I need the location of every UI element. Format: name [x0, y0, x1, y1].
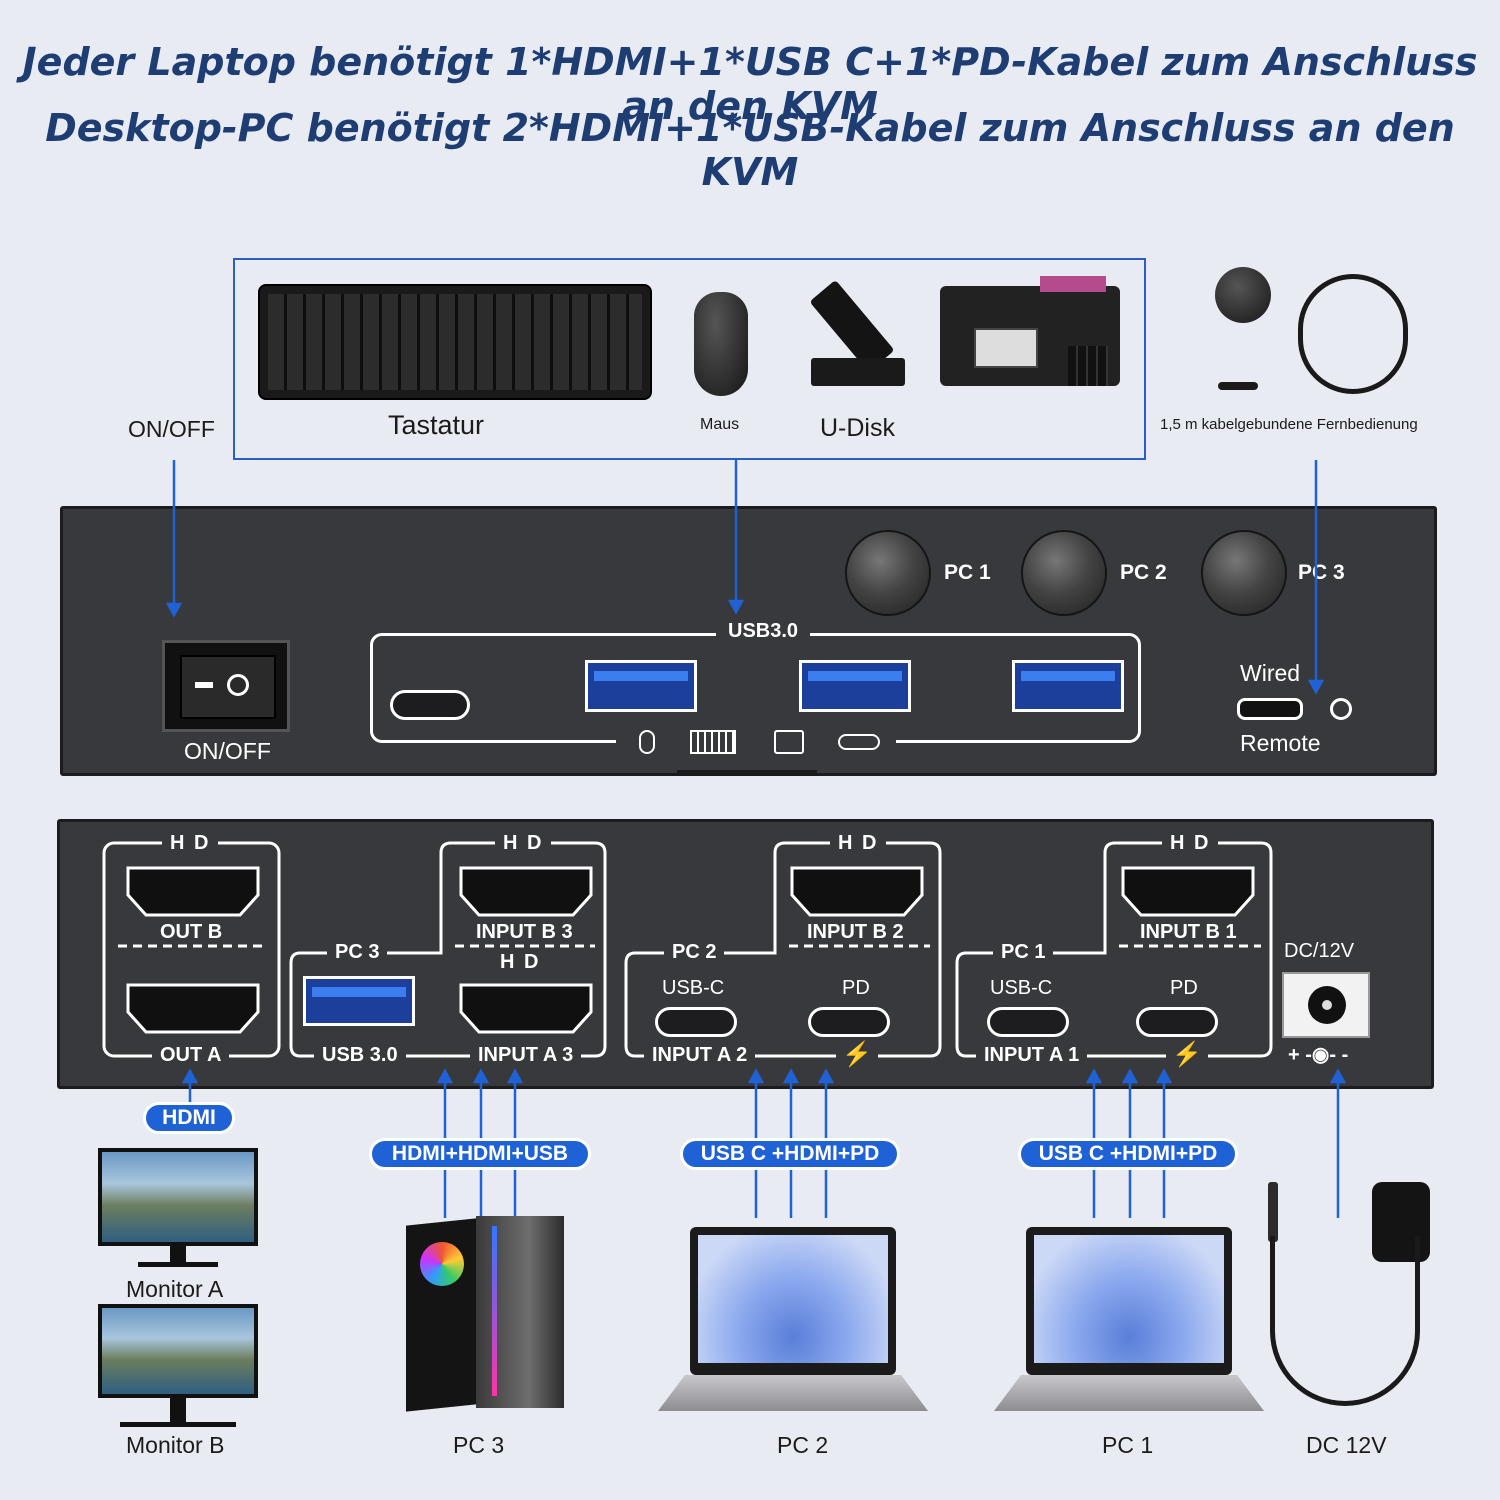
out-b-label: OUT B [160, 921, 223, 943]
hd-label-b2: H D [830, 832, 887, 855]
dc-label: DC/12V [1284, 940, 1355, 962]
input-b1-label: INPUT B 1 [1140, 921, 1237, 943]
hdmi-input-b1-port[interactable] [1123, 868, 1253, 915]
pc1-pd-port[interactable] [1136, 1007, 1218, 1037]
mouse-icon [694, 292, 748, 396]
pc2-connection-pill: USB C +HDMI+PD [680, 1138, 900, 1170]
power-switch[interactable] [162, 640, 290, 732]
pc2-select-button[interactable] [1021, 530, 1107, 616]
desktop-pc-icon [406, 1212, 566, 1412]
remote-port-icon [1330, 698, 1352, 720]
mouse-label: Maus [700, 416, 740, 433]
monitor-b-icon [98, 1304, 258, 1430]
hdmi-out-a-port[interactable] [128, 985, 258, 1032]
remote-port-label: Remote [1240, 730, 1321, 756]
hdmi-out-b-port[interactable] [128, 868, 258, 915]
pc1-usbc-label: USB-C [990, 977, 1053, 999]
hdmi-pill: HDMI [143, 1102, 235, 1134]
front-usb-a-port-2[interactable] [799, 660, 911, 712]
remote-label: 1,5 m kabelgebundene Fernbedienung [1160, 416, 1418, 433]
pc2-pd-label: PD [842, 977, 870, 999]
input-a3-label: INPUT A 3 [470, 1044, 582, 1067]
hdmi-input-a3-port[interactable] [461, 985, 591, 1032]
input-a1-label: INPUT A 1 [976, 1044, 1088, 1067]
laptop-pc1-icon [994, 1227, 1264, 1415]
wired-label: Wired [1240, 660, 1301, 686]
pc2-usbc-label: USB-C [662, 977, 725, 999]
pc1-group-label: PC 1 [993, 941, 1054, 964]
front-usb-a-port-1[interactable] [585, 660, 697, 712]
pc1-usbc-port[interactable] [987, 1007, 1069, 1037]
input-b3-label: INPUT B 3 [476, 921, 573, 943]
rear-usb30-port[interactable] [303, 976, 415, 1026]
dc-power-jack[interactable] [1282, 972, 1370, 1038]
monitor-a-icon [98, 1148, 258, 1274]
pc2-label: PC 2 [777, 1432, 829, 1458]
onoff-top-label: ON/OFF [128, 416, 215, 442]
hd-label-a3: H D [500, 951, 541, 973]
remote-control-icon [1210, 262, 1420, 402]
pc1-select-button[interactable] [845, 530, 931, 616]
onoff-bottom-label: ON/OFF [184, 738, 271, 764]
pc3-select-button[interactable] [1201, 530, 1287, 616]
dc12v-label: DC 12V [1306, 1432, 1387, 1458]
hd-label-b1: H D [1162, 832, 1219, 855]
pc3-label: PC 3 [453, 1432, 505, 1458]
hd-label-out: H D [162, 832, 219, 855]
mouse-small-icon [639, 730, 655, 754]
usb-drive-icon [809, 270, 915, 400]
front-usb-a-port-3[interactable] [1012, 660, 1124, 712]
pc2-usbc-port[interactable] [655, 1007, 737, 1037]
usb30-label: USB3.0 [716, 620, 811, 643]
monitor-a-label: Monitor A [126, 1276, 224, 1302]
remote-port[interactable] [1237, 698, 1303, 720]
keyboard-label: Tastatur [388, 410, 485, 440]
pd-bolt-icon-2: ⚡ [836, 1040, 878, 1069]
pc3-button-label: PC 3 [1298, 561, 1345, 584]
usb-drive-small-icon [838, 734, 880, 750]
pc2-group-label: PC 2 [664, 941, 725, 964]
printer-small-icon [774, 730, 804, 754]
pc3-group-label: PC 3 [327, 941, 388, 964]
pc2-button-label: PC 2 [1120, 561, 1167, 584]
printer-icon [940, 276, 1120, 400]
hdmi-input-b2-port[interactable] [792, 868, 922, 915]
udisk-label: U-Disk [820, 414, 895, 442]
peripherals-frame [233, 258, 1146, 460]
pd-bolt-icon-1: ⚡ [1166, 1040, 1208, 1069]
pc1-pd-label: PD [1170, 977, 1198, 999]
pc3-connection-pill: HDMI+HDMI+USB [369, 1138, 591, 1170]
usb30-rear-label: USB 3.0 [314, 1044, 406, 1067]
input-a2-label: INPUT A 2 [644, 1044, 756, 1067]
laptop-pc2-icon [658, 1227, 928, 1415]
header-line-2: Desktop-PC benötigt 2*HDMI+1*USB-Kabel z… [45, 106, 1455, 194]
hd-label-b3: H D [495, 832, 552, 855]
power-adapter-icon [1262, 1176, 1442, 1416]
keyboard-icon [258, 284, 652, 400]
hdmi-input-b3-port[interactable] [461, 868, 591, 915]
keyboard-small-icon [690, 730, 736, 754]
out-a-label: OUT A [152, 1044, 230, 1067]
pc1-button-label: PC 1 [944, 561, 991, 584]
pc1-label: PC 1 [1102, 1432, 1154, 1458]
monitor-b-label: Monitor B [126, 1432, 225, 1458]
pc2-pd-port[interactable] [808, 1007, 890, 1037]
header-line-1: Jeder Laptop benötigt 1*HDMI+1*USB C+1*P… [22, 40, 1478, 128]
input-b2-label: INPUT B 2 [807, 921, 904, 943]
pc1-connection-pill: USB C +HDMI+PD [1018, 1138, 1238, 1170]
front-usb-c-port[interactable] [390, 690, 470, 720]
dc-polarity-icon: + -◉- - [1288, 1044, 1349, 1066]
